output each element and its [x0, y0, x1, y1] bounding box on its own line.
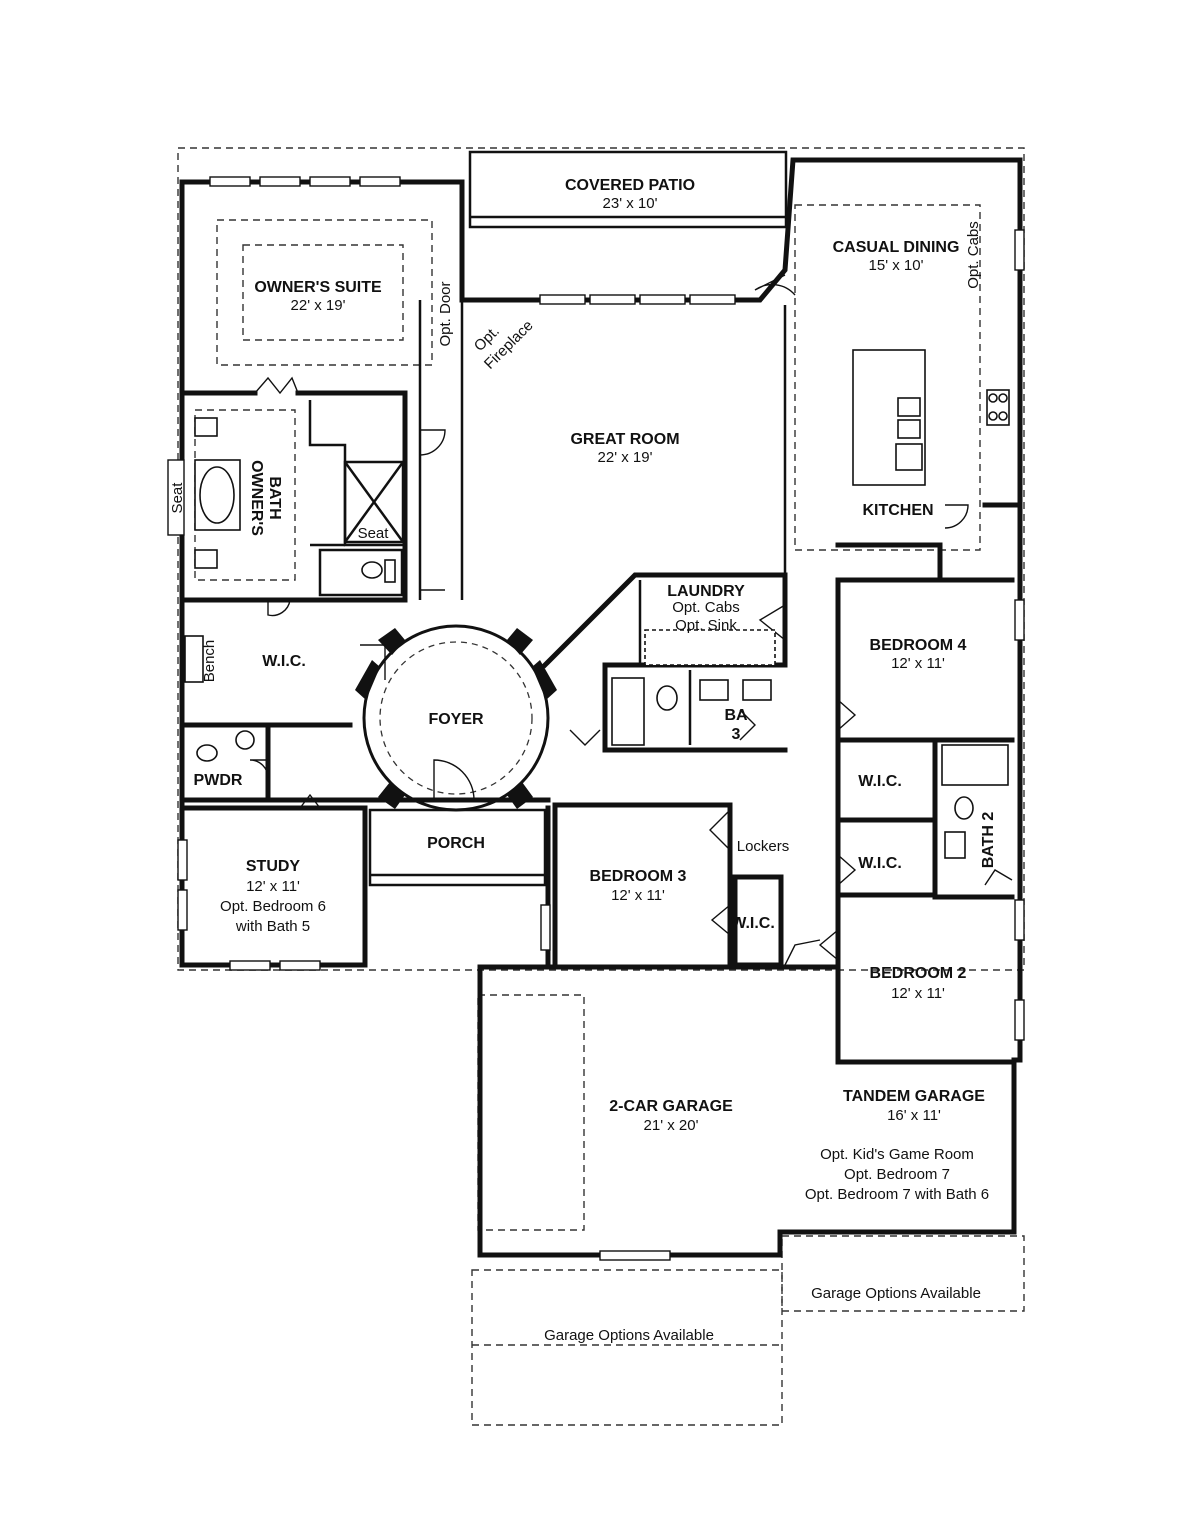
casual-dining-size: 15' x 10' [869, 257, 924, 274]
garage-options-right: Garage Options Available [811, 1285, 981, 1302]
covered-patio-size: 23' x 10' [603, 195, 658, 212]
casual-dining-name: CASUAL DINING [833, 239, 960, 256]
great-room-size: 22' x 19' [598, 449, 653, 466]
room-labels: COVERED PATIO 23' x 10' OWNER'S SUITE 22… [194, 177, 997, 1203]
tandem-opt1: Opt. Kid's Game Room [820, 1146, 974, 1163]
covered-patio-name: COVERED PATIO [565, 177, 695, 194]
garage-options-left: Garage Options Available [544, 1327, 714, 1344]
tandem-name: TANDEM GARAGE [843, 1088, 985, 1105]
option-outlines [177, 147, 1025, 1426]
study-note1: Opt. Bedroom 6 [220, 898, 326, 915]
doors [249, 274, 1013, 966]
opt-cabs-note: Opt. Cabs [965, 221, 982, 289]
lockers-note: Lockers [737, 838, 790, 855]
tandem-opt3: Opt. Bedroom 7 with Bath 6 [805, 1186, 989, 1203]
covered-patio-outline [468, 150, 788, 229]
owners-bath-line2: BATH [266, 476, 283, 519]
study-name: STUDY [246, 858, 301, 875]
pwdr-name: PWDR [194, 772, 243, 789]
laundry-note1: Opt. Cabs [672, 599, 740, 616]
bench-note: Bench [201, 640, 218, 683]
ba3-line2: 3 [732, 726, 741, 743]
tandem-size: 16' x 11' [887, 1107, 941, 1124]
bath2-name: BATH 2 [980, 812, 997, 869]
interior-walls [179, 300, 1018, 1065]
fixtures [184, 349, 1010, 859]
owners-suite-size: 22' x 19' [291, 297, 346, 314]
great-room-name: GREAT ROOM [570, 431, 679, 448]
laundry-name: LAUNDRY [667, 583, 745, 600]
foyer-rotunda [355, 624, 557, 812]
kitchen-name: KITCHEN [862, 502, 933, 519]
windows [167, 176, 1025, 1261]
garage-size: 21' x 20' [644, 1117, 699, 1134]
laundry-note2: Opt. Sink [675, 617, 737, 634]
garage-name: 2-CAR GARAGE [609, 1098, 733, 1115]
study-note2: with Bath 5 [235, 918, 310, 935]
seat-shower-note: Seat [358, 525, 390, 542]
study-size: 12' x 11' [246, 878, 300, 895]
ba3-line1: BA [724, 707, 748, 724]
wic-bed4-name: W.I.C. [858, 773, 902, 790]
bedroom3-size: 12' x 11' [611, 887, 665, 904]
owners-bath-line1: OWNER'S [248, 460, 265, 536]
opt-door-note: Opt. Door [437, 281, 454, 346]
bedroom2-size: 12' x 11' [891, 985, 945, 1002]
owners-suite-name: OWNER'S SUITE [254, 279, 382, 296]
foyer-name: FOYER [428, 711, 484, 728]
bedroom4-size: 12' x 11' [891, 655, 945, 672]
seat-tub-note: Seat [169, 482, 186, 514]
bedroom3-name: BEDROOM 3 [590, 868, 687, 885]
owners-wic-name: W.I.C. [262, 653, 306, 670]
bedroom4-name: BEDROOM 4 [870, 637, 967, 654]
wic-bed2-name: W.I.C. [858, 855, 902, 872]
porch-name: PORCH [427, 835, 485, 852]
tandem-opt2: Opt. Bedroom 7 [844, 1166, 950, 1183]
wic-bed3-name: W.I.C. [731, 915, 775, 932]
bedroom2-name: BEDROOM 2 [870, 965, 967, 982]
